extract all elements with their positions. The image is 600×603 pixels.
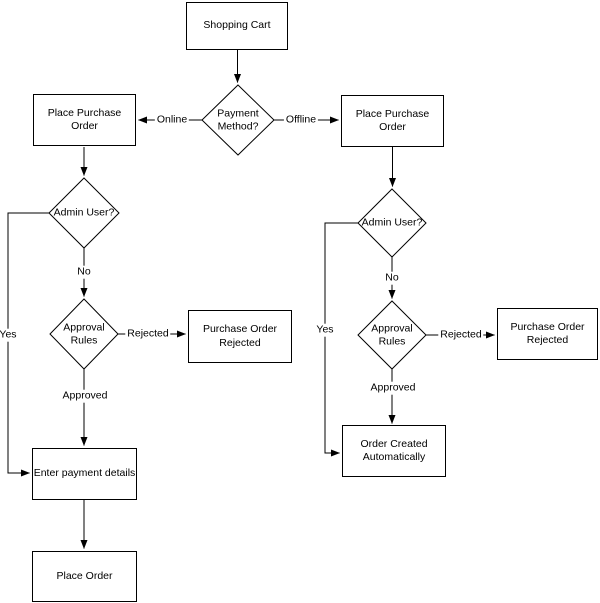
node-shopping-cart: Shopping Cart (186, 2, 288, 50)
decision-shape-approval-rules-left (49, 298, 119, 370)
edge-label-approved-right: Approved (368, 381, 418, 395)
node-purchase-order-rejected-left: Purchase Order Rejected (188, 310, 292, 363)
node-place-order: Place Order (32, 551, 137, 602)
decision-payment-method: Payment Method? (217, 107, 259, 132)
node-enter-payment-details: Enter payment details (32, 448, 137, 500)
node-place-purchase-order-left: Place Purchase Order (33, 94, 136, 146)
decision-approval-rules-right: Approval Rules (371, 322, 413, 347)
edge-label-rejected-left: Rejected (125, 327, 171, 341)
decision-admin-user-right: Admin User? (361, 216, 423, 229)
edge-label-yes-left: Yes (0, 328, 19, 342)
node-label: Enter payment details (33, 467, 136, 480)
edge-label-approved-left: Approved (60, 389, 110, 403)
decision-shape-admin-user-left (48, 177, 120, 249)
node-place-purchase-order-right: Place Purchase Order (341, 95, 444, 147)
edge-label-online: Online (154, 113, 190, 127)
decision-shape-admin-user-right (357, 188, 427, 258)
edge-admin-right-yes (324, 222, 358, 457)
edge-label-offline: Offline (283, 113, 319, 127)
edge-label-rejected-right: Rejected (438, 328, 484, 342)
node-label: Order Created Automatically (360, 437, 428, 463)
decision-admin-user-left: Admin User? (53, 206, 115, 219)
node-label: Purchase Order Rejected (510, 320, 585, 346)
edge-label-yes-right: Yes (314, 323, 336, 337)
node-label: Purchase Order Rejected (202, 323, 278, 349)
decision-shape-payment-method (201, 84, 275, 156)
node-label: Shopping Cart (203, 19, 271, 32)
node-label: Place Purchase Order (47, 106, 122, 132)
node-purchase-order-rejected-right: Purchase Order Rejected (497, 308, 598, 360)
edge-admin-left-yes (7, 212, 49, 477)
node-label: Place Order (56, 569, 113, 582)
decision-shape-approval-rules-right (357, 300, 427, 370)
node-order-created-automatically: Order Created Automatically (342, 425, 446, 477)
edge-label-no-left: No (75, 265, 93, 279)
node-label: Place Purchase Order (355, 107, 430, 133)
decision-approval-rules-left: Approval Rules (63, 321, 105, 346)
edge-label-no-right: No (383, 271, 401, 285)
